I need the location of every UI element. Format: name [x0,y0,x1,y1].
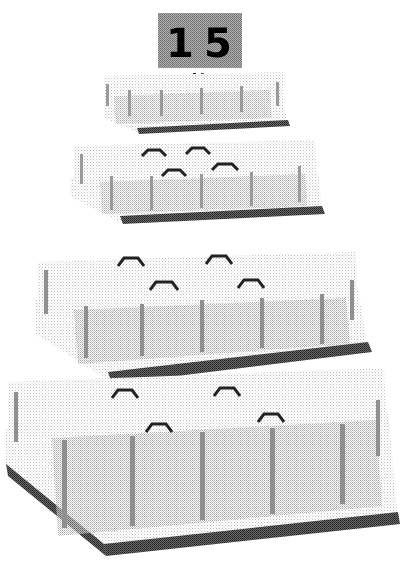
tier-1-front-wall [114,90,272,124]
tier-2 [70,140,325,224]
badge-digit-5: 5 [204,21,232,67]
tier-4 [6,368,400,556]
tier-3 [36,252,372,384]
tier-1 [104,72,290,134]
badge-digit-1: 1 [166,21,194,67]
number-badge: 1 5 [158,13,242,76]
